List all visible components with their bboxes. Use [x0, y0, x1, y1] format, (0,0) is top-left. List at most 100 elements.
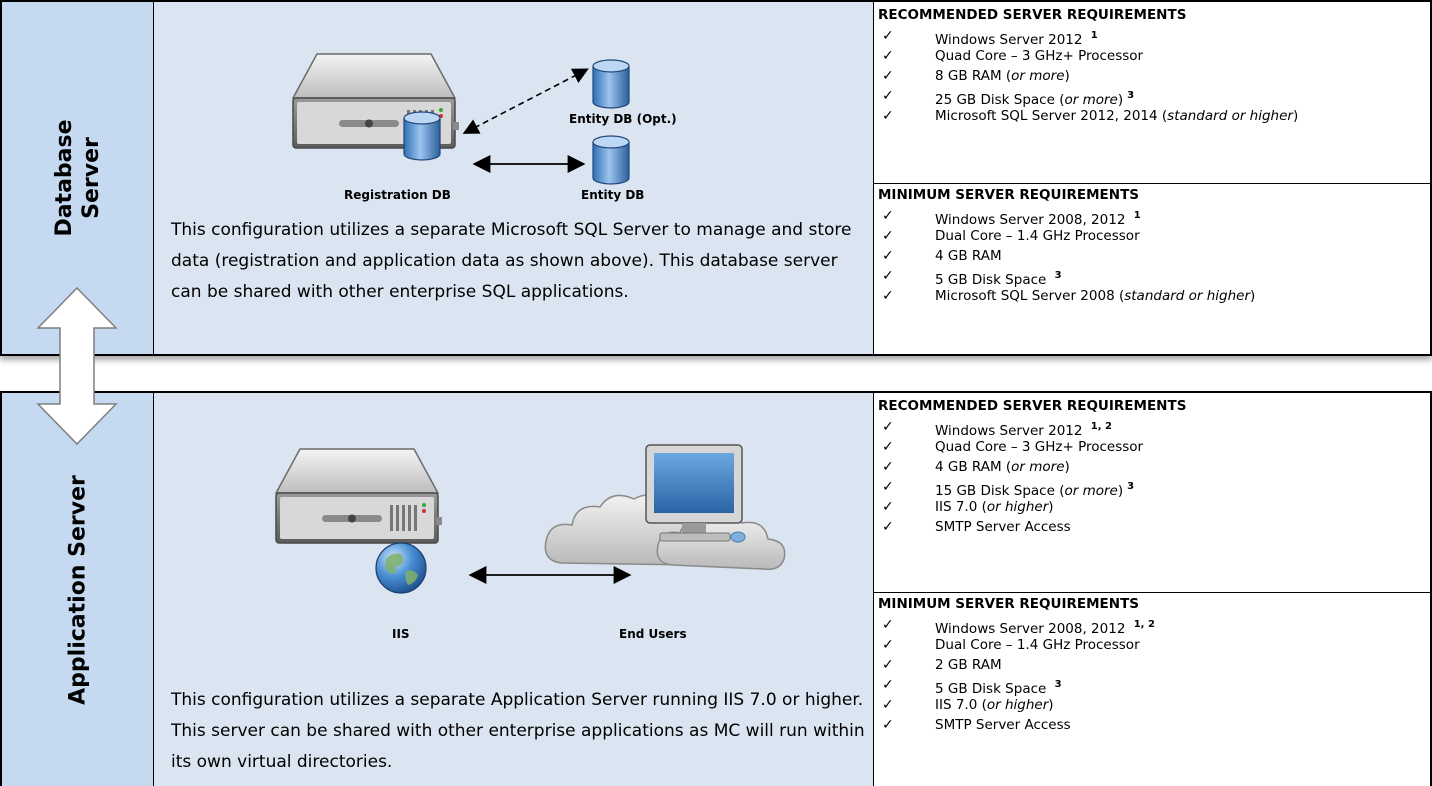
requirement-item: ✓Microsoft SQL Server 2008 (standard or …	[874, 286, 1430, 306]
application-requirements: RECOMMENDED SERVER REQUIREMENTS ✓ Windows…	[874, 393, 1430, 786]
requirement-emphasis: or higher	[986, 499, 1049, 515]
footnote-marker: 3	[1127, 90, 1135, 101]
requirement-emphasis: standard or higher	[1167, 108, 1293, 124]
checkmark-icon: ✓	[882, 28, 894, 44]
requirement-text: Windows Server 2008, 2012	[935, 621, 1130, 637]
application-diagram-area: IIS End Users This configuration utilize…	[154, 393, 874, 786]
database-server-panel: Database Server	[0, 0, 1432, 356]
requirement-item: ✓ 8 GB RAM (or more)	[874, 66, 1430, 86]
database-minimum-block: MINIMUM SERVER REQUIREMENTS ✓ Windows Ser…	[874, 184, 1430, 306]
database-label-line1: Database	[51, 119, 77, 237]
footnote-marker: 1	[1090, 30, 1098, 41]
requirement-text: IIS 7.0 (	[935, 697, 987, 713]
requirement-tail: )	[1117, 92, 1124, 108]
checkmark-icon: ✓	[882, 248, 894, 264]
requirement-item: ✓ 4 GB RAM	[874, 246, 1430, 266]
application-recommended-heading: RECOMMENDED SERVER REQUIREMENTS	[878, 398, 1187, 414]
requirement-tail: )	[1048, 697, 1054, 713]
requirement-text: Windows Server 2008, 2012	[935, 212, 1130, 228]
requirement-tail: )	[1064, 459, 1070, 475]
entity-connection-arrow	[472, 155, 586, 173]
checkmark-icon: ✓	[882, 697, 894, 713]
checkmark-icon: ✓	[882, 268, 894, 284]
requirement-text: SMTP Server Access	[935, 717, 1071, 733]
checkmark-icon: ✓	[882, 657, 894, 673]
checkmark-icon: ✓	[882, 519, 894, 535]
requirement-item: ✓ 25 GB Disk Space (or more)3	[874, 86, 1430, 108]
vertical-double-arrow	[36, 286, 118, 446]
registration-db-label: Registration DB	[344, 188, 451, 202]
iis-label: IIS	[392, 627, 410, 641]
footnote-marker: 3	[1127, 481, 1135, 492]
requirement-text: Dual Core – 1.4 GHz Processor	[935, 637, 1140, 653]
requirement-item: ✓ SMTP Server Access	[874, 517, 1430, 537]
requirement-item: ✓ 5 GB Disk Space 3	[874, 266, 1430, 288]
application-server-label: Application Server	[65, 474, 90, 705]
checkmark-icon: ✓	[882, 637, 894, 653]
requirement-text: 25 GB Disk Space (	[935, 92, 1065, 108]
requirement-item: ✓ 2 GB RAM	[874, 655, 1430, 675]
footnote-marker: 3	[1054, 679, 1062, 690]
checkmark-icon: ✓	[882, 68, 894, 84]
database-description: This configuration utilizes a separate M…	[171, 220, 852, 302]
footnote-marker: 1, 2	[1133, 619, 1155, 630]
database-recommended-block: RECOMMENDED SERVER REQUIREMENTS ✓ Windows…	[874, 4, 1430, 126]
requirement-item: ✓15 GB Disk Space (or more)3	[874, 477, 1430, 499]
requirement-text: 15 GB Disk Space (	[935, 483, 1065, 499]
application-description: This configuration utilizes a separate A…	[171, 690, 865, 772]
requirement-text: 8 GB RAM (	[935, 68, 1012, 84]
requirement-emphasis: or more	[1064, 483, 1118, 499]
application-minimum-list: ✓ Windows Server 2008, 2012 1, 2 ✓ Dual Cor…	[874, 615, 1430, 735]
footnote-marker: 3	[1054, 270, 1062, 281]
footnote-marker: 1	[1133, 210, 1141, 221]
database-minimum-list: ✓Windows Server 2008, 2012 1✓Dual Core –…	[874, 206, 1430, 306]
requirement-text: 4 GB RAM (	[935, 459, 1012, 475]
requirement-item: ✓Quad Core – 3 GHz+ Processor	[874, 437, 1430, 457]
database-recommended-heading: RECOMMENDED SERVER REQUIREMENTS	[878, 7, 1187, 23]
entity-db-optional-icon	[592, 59, 630, 109]
requirement-text: Windows Server 2012	[935, 32, 1087, 48]
requirement-text: SMTP Server Access	[935, 519, 1071, 535]
requirement-text: 5 GB Disk Space	[935, 272, 1051, 288]
checkmark-icon: ✓	[882, 228, 894, 244]
database-recommended-list: ✓ Windows Server 2012 1 ✓Quad Core – 3 GHz…	[874, 26, 1430, 126]
requirement-item: ✓IIS 7.0 (or higher)	[874, 695, 1430, 715]
registration-db-icon	[403, 111, 441, 161]
entity-db-optional-label: Entity DB (Opt.)	[569, 112, 677, 126]
entity-db-icon	[592, 135, 630, 185]
requirement-tail: )	[1292, 108, 1299, 124]
entity-db-label: Entity DB	[581, 188, 645, 202]
requirement-tail: )	[1064, 68, 1070, 84]
checkmark-icon: ✓	[882, 88, 894, 104]
checkmark-icon: ✓	[882, 717, 894, 733]
requirement-text: 5 GB Disk Space	[935, 681, 1051, 697]
checkmark-icon: ✓	[882, 499, 894, 515]
requirement-item: ✓ Dual Core – 1.4 GHz Processor	[874, 635, 1430, 655]
requirement-item: ✓4 GB RAM (or more)	[874, 457, 1430, 477]
checkmark-icon: ✓	[882, 208, 894, 224]
requirement-item: ✓5 GB Disk Space 3	[874, 675, 1430, 697]
checkmark-icon: ✓	[882, 108, 894, 124]
requirement-text: 2 GB RAM	[935, 657, 1002, 673]
application-recommended-block: RECOMMENDED SERVER REQUIREMENTS ✓Windows…	[874, 395, 1430, 537]
database-minimum-heading: MINIMUM SERVER REQUIREMENTS	[878, 187, 1139, 203]
requirement-tail: )	[1048, 499, 1054, 515]
checkmark-icon: ✓	[882, 288, 894, 304]
users-connection-arrow	[468, 566, 632, 584]
requirement-emphasis: or more	[1064, 92, 1118, 108]
requirement-item: ✓Quad Core – 3 GHz+ Processor	[874, 46, 1430, 66]
database-server-label: Database Server	[51, 119, 105, 236]
application-divider	[874, 592, 1430, 593]
requirement-tail: )	[1250, 288, 1256, 304]
database-diagram-area: Entity DB (Opt.) Registration DB Entity …	[154, 2, 874, 354]
app-server-icon	[274, 448, 442, 544]
database-label-line2: Server	[78, 137, 104, 219]
checkmark-icon: ✓	[882, 48, 894, 64]
requirement-item: ✓ Windows Server 2012 1	[874, 26, 1430, 48]
requirement-emphasis: or more	[1011, 68, 1065, 84]
requirement-item: ✓ SMTP Server Access	[874, 715, 1430, 735]
database-divider	[874, 183, 1430, 184]
requirement-text: 4 GB RAM	[935, 248, 1002, 264]
requirement-text: Quad Core – 3 GHz+ Processor	[935, 439, 1144, 455]
requirement-text: Microsoft SQL Server 2012, 2014 (	[935, 108, 1168, 124]
